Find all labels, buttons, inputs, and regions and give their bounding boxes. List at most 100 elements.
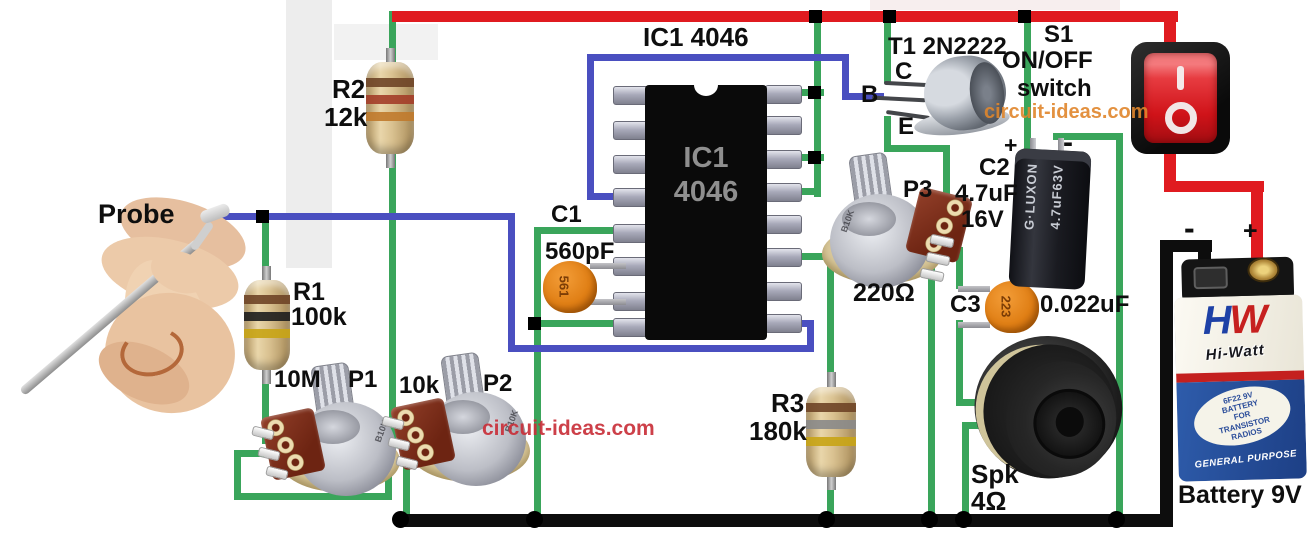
wire-ic-pin8-v xyxy=(807,320,814,352)
pot-eyelet xyxy=(285,452,306,473)
wire-ground-rail xyxy=(396,514,1172,527)
wire-ic-right-vertical xyxy=(814,11,821,197)
ic-pin xyxy=(765,248,802,267)
resistor-lead xyxy=(386,48,395,66)
battery-minus-label: - xyxy=(1184,210,1195,246)
r1-value: 100k xyxy=(291,303,347,331)
background-smudge xyxy=(286,0,332,268)
switch-off-mark xyxy=(1165,102,1197,134)
wire-c1-bottom xyxy=(534,320,626,327)
resistor-lead xyxy=(262,266,271,282)
speaker-name: Spk xyxy=(971,459,1019,489)
wire-emitter-horizontal xyxy=(884,145,950,152)
p2-value: 10k xyxy=(399,372,440,399)
p2-name: P2 xyxy=(483,370,513,397)
wire-speaker-ground xyxy=(962,422,969,519)
wire-probe-horizontal xyxy=(222,213,515,220)
battery-body: HW Hi-Watt 6F22 9V BATTERY FOR TRANSISTO… xyxy=(1174,294,1307,482)
c3-value: 0.022uF xyxy=(1040,291,1130,318)
c2-plus: + xyxy=(1004,132,1018,158)
battery-plus-label: + xyxy=(1243,217,1258,245)
junction xyxy=(528,317,541,330)
color-band xyxy=(244,329,290,338)
wire-base-horizontal xyxy=(587,54,849,61)
capacitor-marking: 4.7uF63V xyxy=(1047,163,1066,230)
ic-chip xyxy=(645,85,767,340)
capacitor-marking: G·LUXON xyxy=(1021,162,1040,231)
r3-name: R3 xyxy=(771,388,805,418)
capacitor-lead xyxy=(1030,138,1036,154)
ground-junction xyxy=(818,511,835,528)
ground-junction xyxy=(392,511,409,528)
watermark-red: circuit-ideas.com xyxy=(482,417,655,440)
collector-label: C xyxy=(895,58,913,85)
s1-function: ON/OFF xyxy=(1002,47,1093,74)
c2-minus: - xyxy=(1063,126,1073,159)
resistor-lead xyxy=(827,472,836,490)
wire-c1-vertical xyxy=(534,227,541,519)
resistor-r2 xyxy=(366,62,414,154)
junction xyxy=(1018,10,1031,23)
capacitor-lead xyxy=(590,299,626,305)
color-band xyxy=(244,312,290,321)
probe-hand-photo xyxy=(0,183,255,428)
junction xyxy=(809,10,822,23)
resistor-lead xyxy=(262,368,271,384)
wire-c1-top xyxy=(534,227,626,234)
base-label: B xyxy=(861,81,879,108)
pot-pin xyxy=(919,267,945,283)
wire-battery-plus-v xyxy=(1251,181,1263,270)
p1-name: P1 xyxy=(348,366,378,393)
junction xyxy=(808,151,821,164)
color-band xyxy=(366,112,414,121)
capacitor-code: 561 xyxy=(556,275,572,298)
junction xyxy=(808,86,821,99)
ic-pin xyxy=(765,215,802,234)
ic-pin xyxy=(765,85,802,104)
r3-value: 180k xyxy=(749,416,807,446)
wire-base-right-v xyxy=(842,54,849,98)
switch-rocker xyxy=(1144,53,1217,143)
wire-p3-ground xyxy=(928,260,935,519)
color-band xyxy=(806,437,856,446)
ground-junction xyxy=(526,511,543,528)
battery-9v: HW Hi-Watt 6F22 9V BATTERY FOR TRANSISTO… xyxy=(1173,252,1310,483)
capacitor-c2: G·LUXON 4.7uF63V xyxy=(1008,148,1092,290)
capacitor-code: 223 xyxy=(998,295,1014,318)
p3-name: P3 xyxy=(903,176,933,203)
wire-battery-plus-h xyxy=(1164,181,1264,192)
ground-junction xyxy=(921,511,938,528)
watermark-orange: circuit-ideas.com xyxy=(984,101,1149,123)
capacitor-c3: 223 xyxy=(985,281,1039,333)
wire-positive-rail xyxy=(392,11,1178,22)
speaker-impedance: 4Ω xyxy=(971,486,1007,516)
pot-collar xyxy=(842,202,896,236)
capacitor-lead xyxy=(1058,138,1064,152)
junction xyxy=(256,210,269,223)
junction xyxy=(883,10,896,23)
wire-probe-to-ic xyxy=(508,345,814,352)
ic-notch xyxy=(694,74,718,96)
r2-value: 12k xyxy=(324,102,368,132)
wire-base-stub xyxy=(842,93,884,100)
r2-name: R2 xyxy=(332,74,366,104)
color-band xyxy=(806,420,856,429)
c2-voltage: 16V xyxy=(961,206,1004,233)
c1-value: 560pF xyxy=(545,238,615,265)
wire-p1-loop-left xyxy=(234,450,241,500)
pot-eyelet xyxy=(934,215,955,237)
color-band xyxy=(366,95,414,104)
wire-base-left-v xyxy=(587,54,594,200)
probe-label: Probe xyxy=(98,199,175,229)
wire-c2-minus-h xyxy=(1053,133,1123,140)
ic-pin xyxy=(765,282,802,301)
resistor-lead xyxy=(827,372,836,390)
potentiometer-p2: B10K xyxy=(381,350,532,490)
wire-switch-top xyxy=(1164,11,1176,49)
battery-logo-h: H xyxy=(1202,298,1231,344)
wire-emitter-vertical xyxy=(884,116,891,152)
wire-c3-top xyxy=(956,247,963,289)
wire-probe-vertical xyxy=(508,213,515,352)
wire-switch-bottom xyxy=(1164,146,1176,190)
